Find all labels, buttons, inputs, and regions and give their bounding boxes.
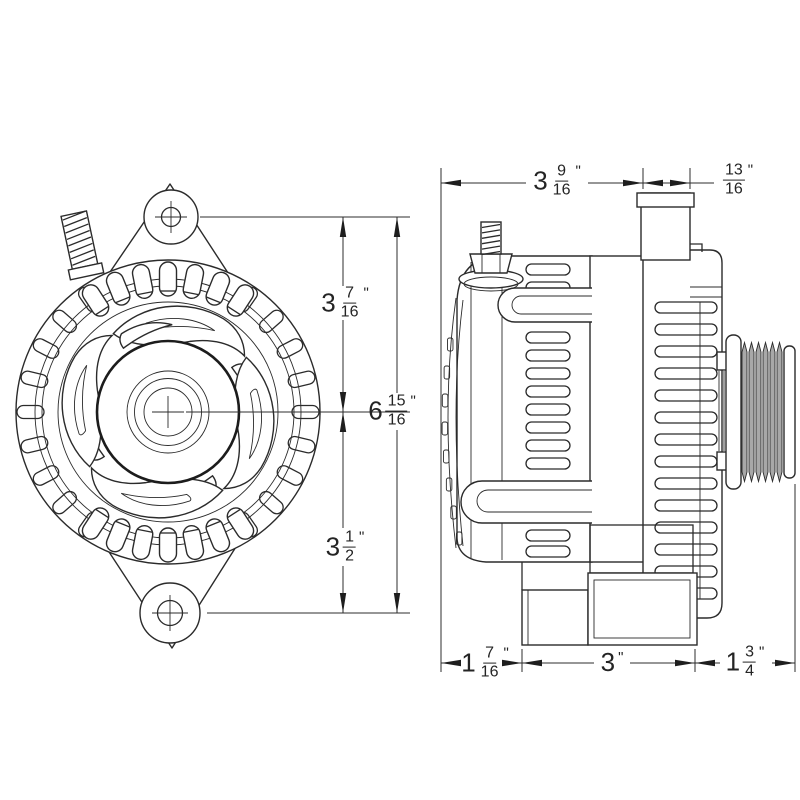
mounting-foot-left xyxy=(521,589,589,646)
winding-hairpin-bottom xyxy=(460,480,592,524)
dim-unit: " xyxy=(575,162,581,180)
dim-unit: " xyxy=(618,649,624,666)
winding-hairpin-top xyxy=(497,287,592,323)
stud-nut xyxy=(469,253,513,274)
terminal-stud-side xyxy=(458,221,524,292)
dimension-lines xyxy=(186,168,796,672)
dim-unit: " xyxy=(759,643,765,661)
dim-unit: " xyxy=(363,284,369,302)
mounting-foot-right xyxy=(587,572,698,646)
mid-case xyxy=(589,255,646,563)
rear-case-fins xyxy=(525,263,571,558)
pulley-assembly xyxy=(716,334,796,490)
dim-whole: 3 xyxy=(600,647,616,677)
dim-whole: 6 xyxy=(368,396,383,426)
dim-whole: 3 xyxy=(325,532,341,562)
dim-whole: 3 xyxy=(321,288,336,318)
dim-unit: " xyxy=(410,392,416,410)
stator-winding-loops xyxy=(81,261,255,563)
dim-unit: " xyxy=(747,161,754,179)
pulley-flange xyxy=(725,334,742,490)
dim-label-depth-case: 3 " xyxy=(601,649,624,675)
side-view xyxy=(441,192,796,646)
pulley-nose xyxy=(783,345,796,479)
dim-unit: " xyxy=(503,644,509,662)
dim-unit: " xyxy=(359,528,365,546)
front-view xyxy=(15,183,321,649)
shaft-hub xyxy=(95,339,241,485)
top-mounting-ear xyxy=(636,192,703,261)
terminal-stud-front xyxy=(60,210,105,281)
dim-whole: 3 xyxy=(533,166,548,196)
dim-whole: 1 xyxy=(461,648,476,678)
dim-whole: 1 xyxy=(725,647,741,677)
serpentine-pulley-grooves xyxy=(741,340,783,484)
rear-vent-slots xyxy=(441,337,463,546)
